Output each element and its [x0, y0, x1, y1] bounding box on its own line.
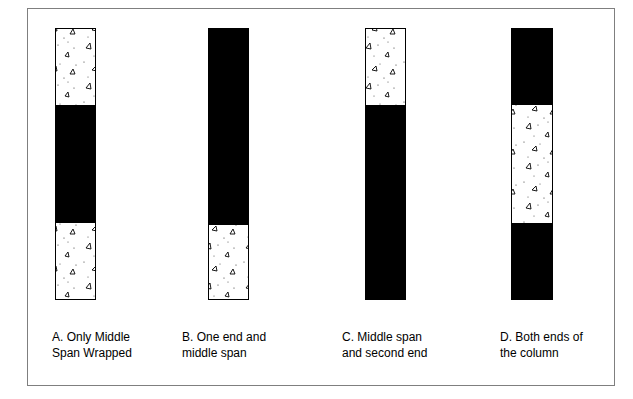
caption-label: C. Middle span and second end: [342, 329, 440, 361]
caption-label: D. Both ends of the column: [500, 329, 598, 361]
caption-label: A. Only Middle Span Wrapped: [52, 329, 150, 361]
caption-label: B. One end and middle span: [182, 329, 280, 361]
